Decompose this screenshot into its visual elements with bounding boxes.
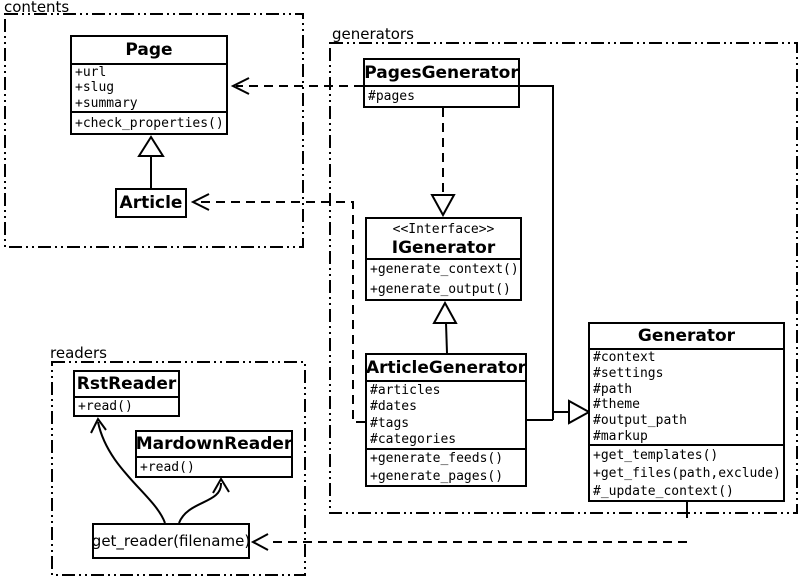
class-article: Article [115, 188, 187, 218]
generator-attribute: #context [593, 350, 656, 366]
articlegenerator-attribute: #articles [370, 382, 441, 398]
getreader-to-mardownreader-arrowhead-icon [212, 477, 230, 494]
articlegenerator-attribute: #categories [370, 432, 457, 448]
readers-package-label: readers [50, 344, 107, 362]
contents-package-label: contents [4, 0, 70, 16]
generator-attribute: #markup [593, 428, 648, 444]
igenerator-method: +generate_context() [370, 262, 519, 278]
generator-method: #_update_context() [593, 483, 734, 499]
class-pagesgenerator: PagesGenerator #pages [363, 58, 520, 108]
articlegenerator-to-article-arrowhead-icon [190, 193, 210, 211]
class-rstreader-name: RstReader [76, 374, 177, 394]
articlegenerator-attribute: #dates [370, 399, 417, 415]
generator-attribute: #settings [593, 366, 664, 381]
class-articlegenerator-name: ArticleGenerator [365, 357, 527, 378]
rstreader-method: +read() [78, 399, 133, 414]
page-method: +check_properties() [75, 115, 224, 131]
class-igenerator-name: IGenerator [391, 237, 496, 258]
contents-package-border [4, 13, 304, 248]
readers-package-border [51, 361, 306, 576]
articlegenerator-to-igenerator-triangle-icon [432, 300, 458, 324]
generator-attribute: #output_path [593, 413, 687, 429]
articlegenerator-method: +generate_feeds() [370, 451, 504, 467]
igenerator-stereotype: <<Interface>> [392, 222, 495, 237]
class-generator: Generator #context #settings #path #them… [588, 322, 785, 502]
generator-method: +get_files(path,exclude) [593, 465, 781, 481]
generator-to-getreader-arrowhead-icon [250, 533, 269, 551]
to-generator-triangle-icon [568, 399, 592, 425]
generator-attribute: #theme [593, 397, 640, 413]
pagesgenerator-to-page-arrowhead-icon [230, 77, 250, 95]
article-to-page-triangle-icon [137, 135, 165, 157]
class-igenerator: <<Interface>> IGenerator +generate_conte… [365, 217, 522, 301]
getreader-to-mardownreader-curve [178, 482, 223, 524]
mardownreader-method: +read() [140, 459, 195, 475]
generators-package-label: generators [332, 25, 414, 43]
class-rstreader: RstReader +read() [73, 370, 180, 417]
page-attribute: +url [75, 65, 107, 81]
getreader-to-rstreader-curve [97, 421, 166, 524]
articlegenerator-to-article-dashed-line [196, 201, 365, 423]
get-reader-label: get_reader(filename) [91, 532, 251, 550]
igenerator-method: +generate_output() [370, 281, 511, 297]
get-reader-box: get_reader(filename) [92, 523, 250, 559]
pagesgenerator-to-generator-line [520, 85, 554, 420]
class-generator-name: Generator [637, 326, 736, 346]
generator-method: +get_templates() [593, 447, 719, 463]
page-attribute: +summary [75, 95, 138, 111]
class-page: Page +url +slug +summary +check_properti… [70, 35, 228, 135]
articlegenerator-method: +generate_pages() [370, 468, 504, 484]
articlegenerator-to-igenerator-line [445, 322, 448, 354]
class-page-name: Page [125, 40, 173, 60]
class-mardownreader-name: MardownReader [135, 434, 293, 454]
getreader-to-rstreader-arrowhead-icon [90, 417, 107, 434]
pagesgenerator-to-igenerator-triangle-icon [430, 194, 456, 218]
class-mardownreader: MardownReader +read() [135, 430, 293, 478]
page-attribute: +slug [75, 80, 115, 96]
pagesgenerator-attribute: #pages [368, 89, 415, 104]
articlegenerator-attribute: #tags [370, 415, 410, 431]
class-articlegenerator: ArticleGenerator #articles #dates #tags … [365, 353, 527, 487]
class-article-name: Article [119, 193, 183, 213]
class-pagesgenerator-name: PagesGenerator [364, 62, 519, 83]
generators-package-border [329, 42, 798, 514]
generator-attribute: #path [593, 381, 633, 397]
